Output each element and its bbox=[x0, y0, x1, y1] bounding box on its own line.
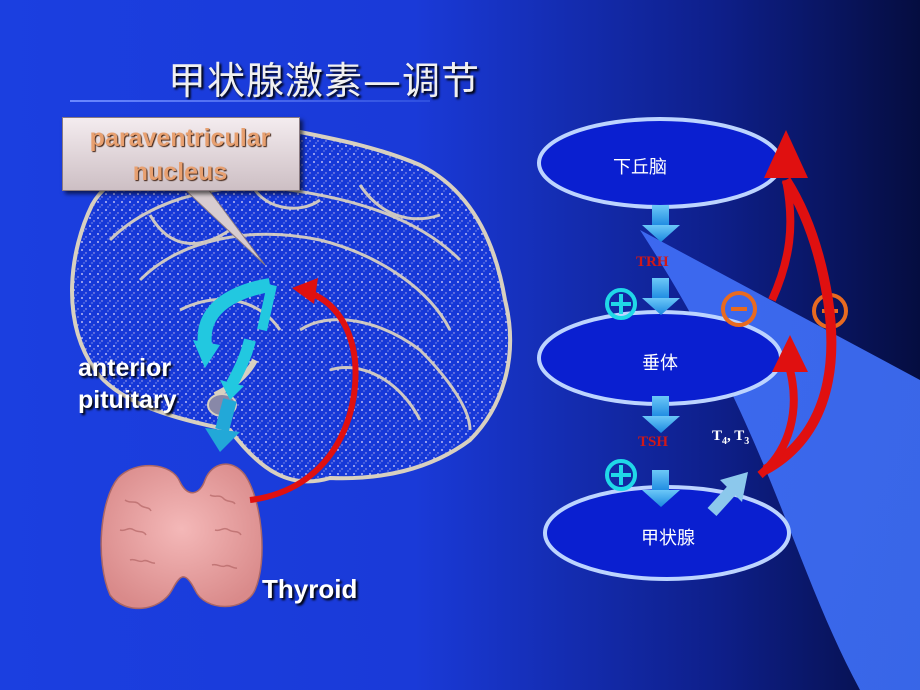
feedback-arrow-long bbox=[762, 130, 837, 475]
anterior-pituitary-label: anterior pituitary bbox=[78, 352, 177, 416]
paraventricular-line2: nucleus bbox=[132, 158, 228, 186]
thyroid-gland-label: 甲状腺 bbox=[641, 528, 695, 549]
down-arrow-4 bbox=[642, 470, 680, 507]
feedback-arrow-short bbox=[757, 335, 808, 479]
slide-title: 甲状腺激素—调节 bbox=[168, 59, 481, 103]
hormone-separator: , bbox=[727, 428, 735, 444]
plus-circle-1 bbox=[605, 288, 637, 320]
thyroid-gland-shape bbox=[100, 463, 263, 609]
t3-subscript: 3 bbox=[744, 436, 750, 447]
t4-t3-label: T4, T3 bbox=[712, 428, 749, 447]
title-underline bbox=[70, 100, 430, 102]
t4-subscript: 4 bbox=[722, 436, 728, 447]
trh-label: TRH bbox=[636, 254, 669, 270]
pituitary-label: 垂体 bbox=[642, 353, 678, 374]
hypothalamus-label: 下丘脑 bbox=[613, 157, 667, 178]
minus-circle-1 bbox=[721, 291, 757, 327]
anterior-line2: pituitary bbox=[78, 386, 177, 414]
paraventricular-line1: paraventricular bbox=[89, 124, 271, 152]
plus-circle-2 bbox=[605, 459, 637, 491]
t3-letter: T bbox=[734, 428, 745, 444]
anterior-line1: anterior bbox=[78, 354, 172, 382]
down-arrow-2 bbox=[642, 278, 680, 315]
t4-letter: T bbox=[712, 428, 723, 444]
tsh-label: TSH bbox=[638, 434, 669, 450]
down-arrow-3 bbox=[642, 396, 680, 433]
paraventricular-callout bbox=[62, 117, 300, 191]
thyroid-label: Thyroid bbox=[262, 574, 358, 604]
paraventricular-label: paraventricular nucleus bbox=[62, 121, 298, 189]
down-arrow-1 bbox=[642, 205, 680, 242]
hormone-up-arrow bbox=[707, 472, 748, 517]
